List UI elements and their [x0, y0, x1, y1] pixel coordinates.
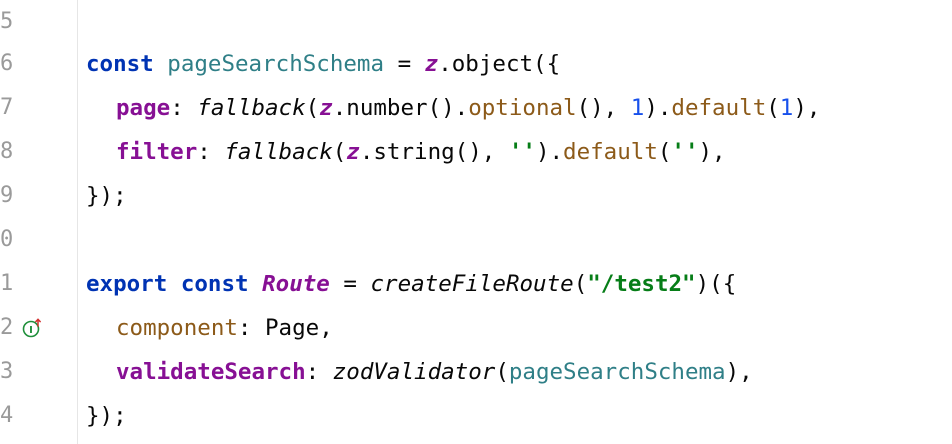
- call-number: .number().: [332, 95, 469, 121]
- identifier-pageSearchSchema: pageSearchSchema: [508, 359, 726, 385]
- operator: =: [329, 271, 371, 297]
- punct: (: [305, 95, 320, 121]
- code-line[interactable]: 2 I component: Page,: [0, 306, 952, 350]
- code-text: filter: fallback(z.string(), '').default…: [86, 130, 726, 174]
- identifier-Route: Route: [262, 271, 330, 297]
- identifier-pageSearchSchema: pageSearchSchema: [167, 51, 385, 77]
- property-page: page: [116, 95, 171, 121]
- punct: (: [766, 95, 780, 121]
- identifier-z: z: [319, 95, 333, 121]
- punct: ).: [535, 139, 564, 165]
- code-text: });: [86, 403, 127, 429]
- method-optional: optional: [468, 95, 577, 121]
- string-literal: "/test2": [587, 271, 696, 297]
- call-object: .object({: [438, 51, 561, 77]
- punct: (: [332, 139, 347, 165]
- punct: :: [170, 95, 198, 121]
- keyword-const: const: [180, 271, 249, 297]
- string-literal: '': [671, 139, 699, 165]
- code-line[interactable]: 7 page: fallback(z.number().optional(), …: [0, 86, 952, 130]
- punct: ),: [793, 95, 821, 121]
- function-zodValidator: zodValidator: [332, 359, 496, 385]
- code-text: component: Page,: [86, 306, 333, 350]
- identifier-z: z: [424, 51, 439, 77]
- identifier-z: z: [346, 139, 360, 165]
- number-literal: 1: [630, 95, 645, 121]
- svg-text:I: I: [29, 325, 33, 336]
- line-number: 0: [0, 227, 14, 252]
- line-number: 9: [0, 183, 14, 208]
- punct: ),: [725, 359, 753, 385]
- code-line[interactable]: 8 filter: fallback(z.string(), '').defau…: [0, 130, 952, 174]
- code-text: validateSearch: zodValidator(pageSearchS…: [86, 350, 753, 394]
- code-line[interactable]: 3 validateSearch: zodValidator(pageSearc…: [0, 350, 952, 394]
- method-default: default: [671, 95, 767, 121]
- punct: (: [657, 139, 672, 165]
- space: [154, 51, 168, 77]
- function-fallback: fallback: [224, 139, 333, 165]
- implementation-marker-icon[interactable]: I: [22, 318, 42, 338]
- punct: ).: [644, 95, 672, 121]
- punct: (: [573, 271, 588, 297]
- operator: =: [384, 51, 425, 77]
- code-line[interactable]: 1 export const Route = createFileRoute("…: [0, 262, 952, 306]
- code-line[interactable]: 0: [0, 218, 952, 262]
- keyword-const: const: [86, 51, 154, 77]
- line-number: 4: [0, 403, 14, 428]
- line-number: 2: [0, 315, 14, 340]
- property-filter: filter: [116, 139, 198, 165]
- code-line[interactable]: 5: [0, 0, 952, 44]
- call-string: .string(),: [359, 139, 509, 165]
- code-line[interactable]: 4 });: [0, 394, 952, 438]
- line-number: 5: [0, 9, 14, 34]
- punct: (: [495, 359, 509, 385]
- code-text: });: [86, 183, 127, 209]
- code-text: const pageSearchSchema = z.object({: [86, 42, 560, 86]
- line-number: 7: [0, 95, 14, 120]
- punct: :: [305, 359, 333, 385]
- code-line[interactable]: 6 const pageSearchSchema = z.object({: [0, 42, 952, 86]
- line-number: 3: [0, 359, 14, 384]
- line-number: 1: [0, 271, 14, 296]
- code-line[interactable]: 9 });: [0, 174, 952, 218]
- code-text: page: fallback(z.number().optional(), 1)…: [86, 86, 820, 130]
- string-literal: '': [508, 139, 536, 165]
- line-number: 6: [0, 51, 14, 76]
- value-page: : Page,: [237, 315, 333, 341]
- punct: (),: [576, 95, 631, 121]
- method-default: default: [563, 139, 658, 165]
- space: [249, 271, 263, 297]
- code-text: export const Route = createFileRoute("/t…: [86, 262, 736, 306]
- space: [167, 271, 181, 297]
- punct: :: [197, 139, 225, 165]
- punct: )({: [695, 271, 737, 297]
- keyword-export: export: [86, 271, 168, 297]
- function-createFileRoute: createFileRoute: [370, 271, 574, 297]
- line-number: 8: [0, 139, 14, 164]
- punct: ),: [698, 139, 726, 165]
- number-literal: 1: [779, 95, 794, 121]
- gutter-divider: [77, 0, 78, 444]
- property-validateSearch: validateSearch: [116, 359, 306, 385]
- property-component: component: [116, 315, 238, 341]
- function-fallback: fallback: [197, 95, 306, 121]
